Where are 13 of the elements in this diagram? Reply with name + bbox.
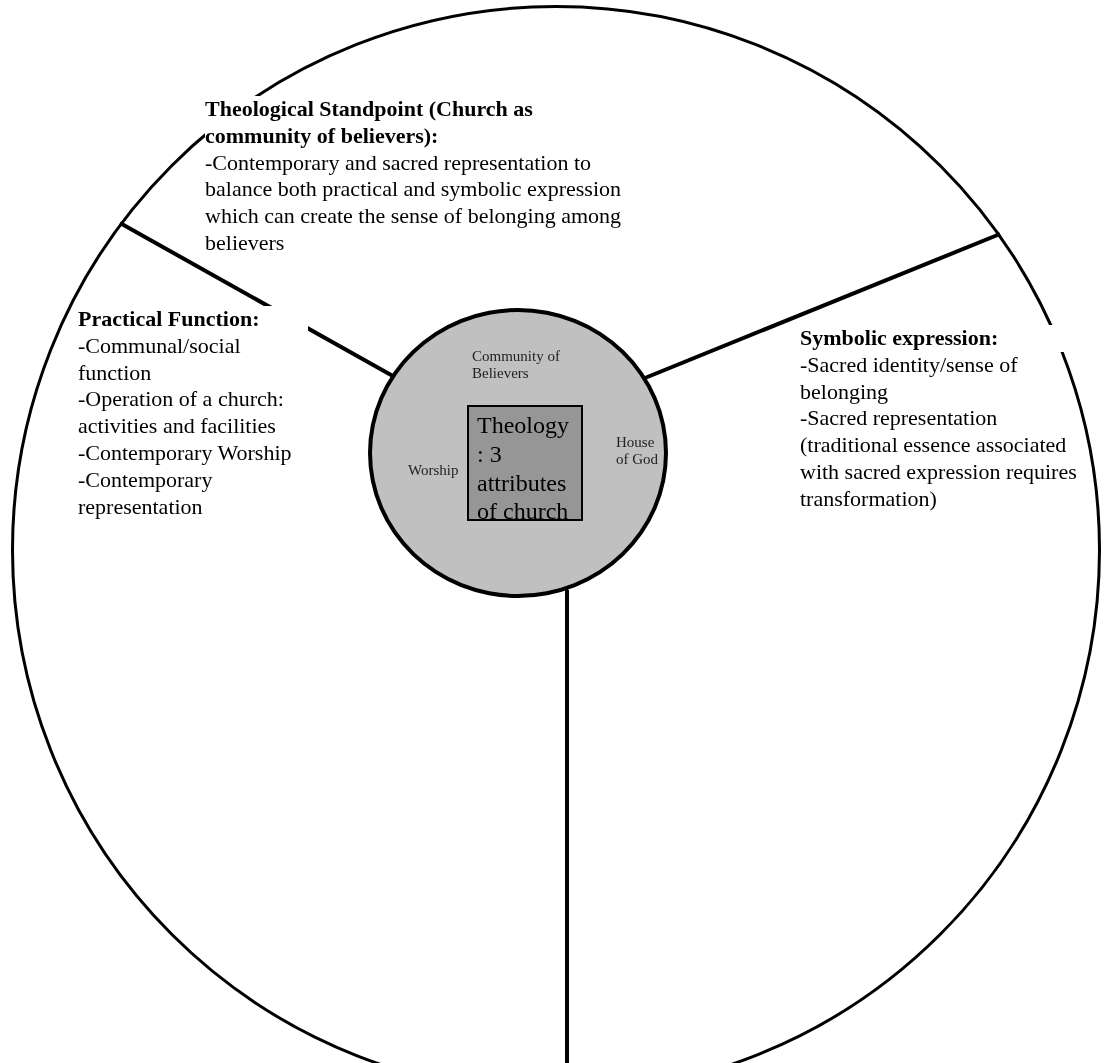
- attribute-label: Worship: [408, 462, 459, 480]
- section-text: -Contemporary representation: [78, 466, 214, 521]
- center-title: Theology : 3 attributes of church: [477, 411, 570, 527]
- center-square: [467, 405, 583, 521]
- section-text: -Contemporary Worship: [78, 440, 293, 467]
- section-text: -Operation of a church: activities and facilities: [78, 386, 285, 441]
- section-text: -Sacred representation (traditional essence associated with sacred expression requires transformation): [800, 405, 1078, 513]
- section-heading: Practical Function:: [78, 306, 308, 333]
- attribute-label: House of God: [616, 434, 660, 469]
- section-text: -Communal/social function: [78, 332, 242, 387]
- attribute-label: Community of Believers: [472, 348, 561, 383]
- section-text: -Sacred identity/sense of belonging: [800, 351, 1019, 406]
- section-text: -Contemporary and sacred representation to balance both practical and symbolic expression which can create the sense of belonging among believers: [205, 149, 623, 257]
